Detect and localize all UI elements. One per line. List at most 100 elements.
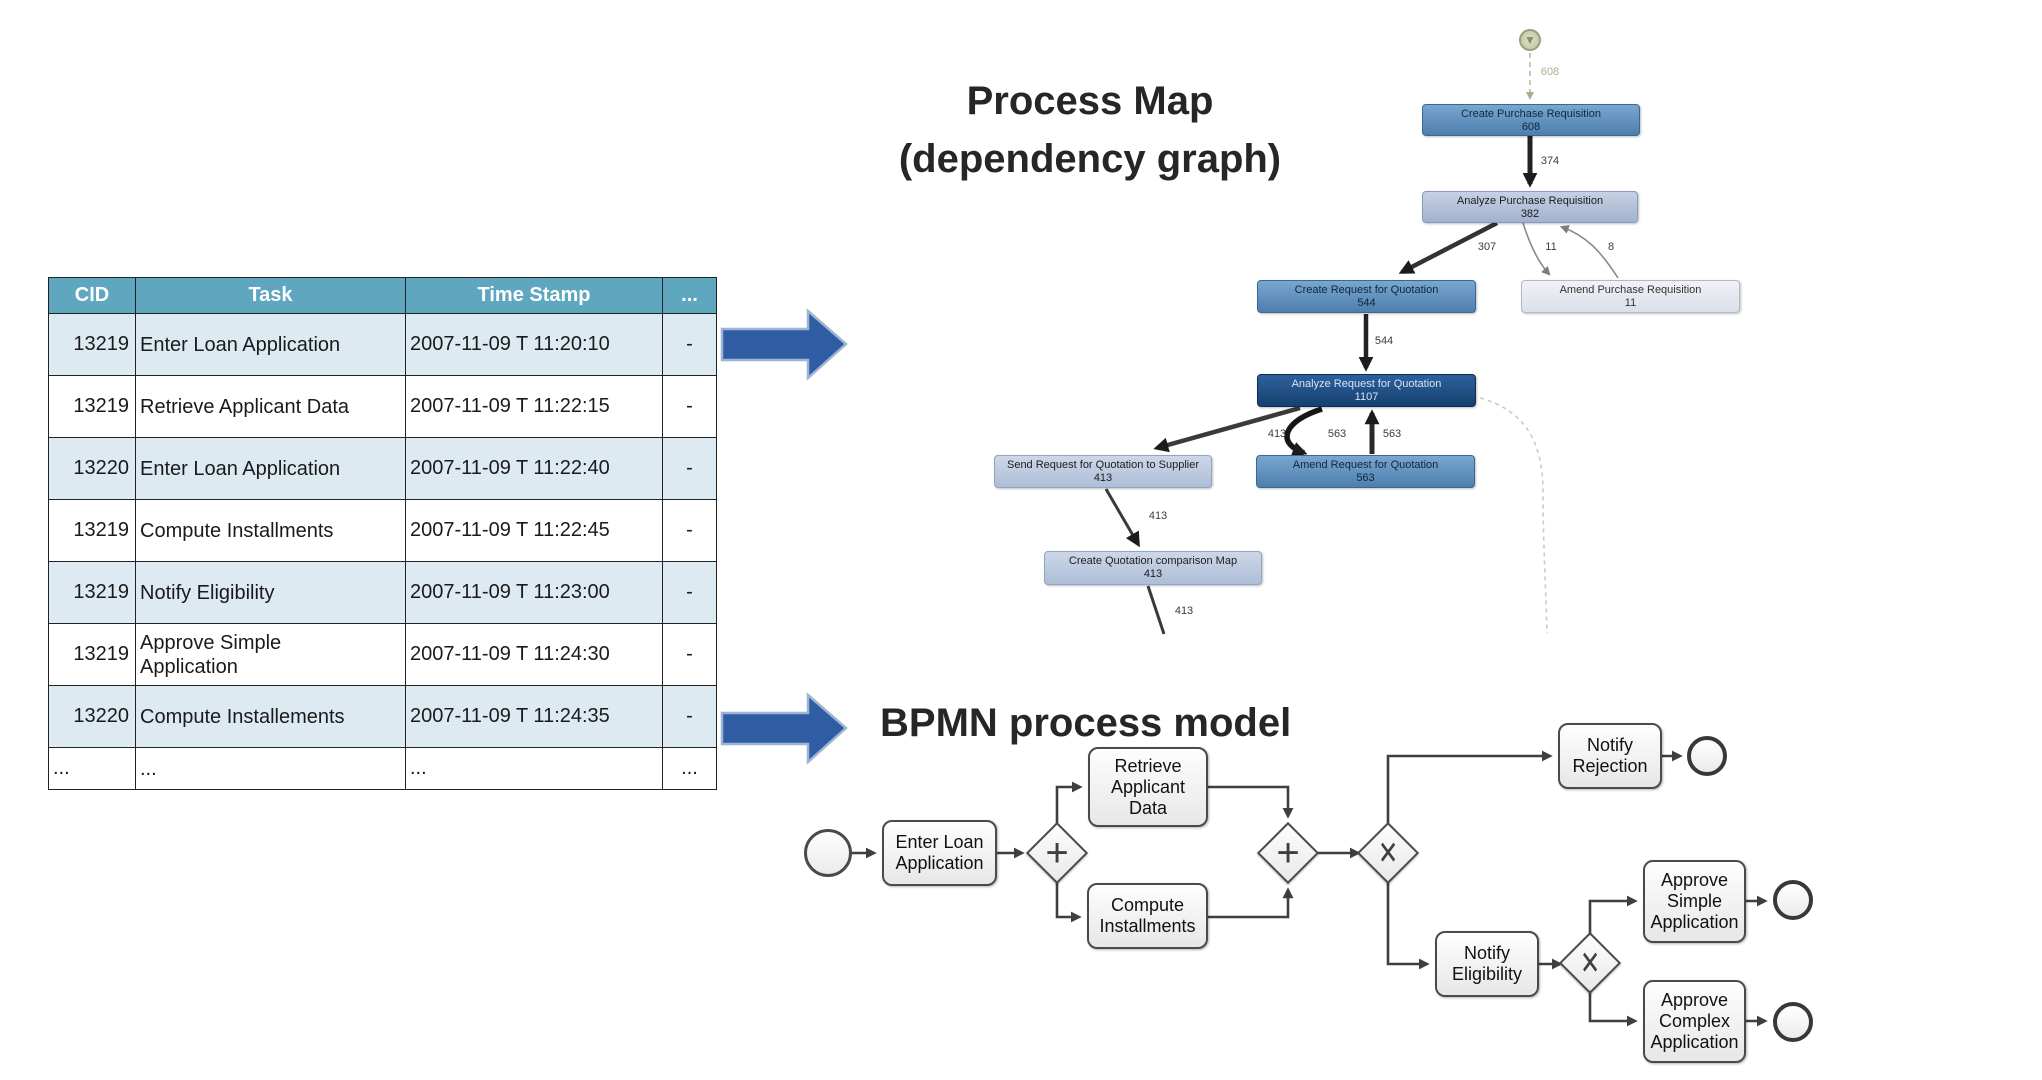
cell-more: - — [662, 499, 717, 562]
table-row-ellipsis: ... ... ... ... — [48, 747, 717, 790]
bpmn-task-approve-simple-application: Approve Simple Application — [1643, 860, 1746, 943]
pm-node-create-purchase-requisition: Create Purchase Requisition 608 — [1422, 104, 1640, 136]
pm-edge-563-down — [1284, 406, 1323, 457]
pm-edge-label: 413 — [1148, 510, 1168, 522]
header-timestamp: Time Stamp — [405, 277, 663, 314]
bpmn-end-event-complex — [1773, 1002, 1813, 1042]
pm-edge-label: 608 — [1540, 66, 1560, 78]
header-cid: CID — [48, 277, 136, 314]
cell-task: Compute Installments — [135, 499, 406, 562]
cell-timestamp: 2007-11-09 T 11:22:45 — [405, 499, 663, 562]
cell-timestamp: 2007-11-09 T 11:22:15 — [405, 375, 663, 438]
header-more: ... — [662, 277, 717, 314]
pm-node-count: 608 — [1521, 121, 1541, 133]
parallel-gateway-icon: + — [1276, 830, 1300, 875]
cell-cid: 13219 — [48, 375, 136, 438]
process-map-title: Process Map (dependency graph) — [850, 72, 1330, 188]
bpmn-flow — [1588, 989, 1638, 1027]
pm-edge-label: 563 — [1382, 428, 1402, 440]
pm-edge-label: 563 — [1327, 428, 1347, 440]
header-task: Task — [135, 277, 406, 314]
cell-more: - — [662, 623, 717, 686]
bpmn-end-event-simple — [1773, 880, 1813, 920]
xor-gateway-icon: ✕ — [1579, 944, 1601, 982]
pm-start-event: ▼ — [1519, 29, 1541, 51]
bpmn-flow — [1386, 750, 1553, 824]
cell-more: - — [662, 437, 717, 500]
xor-gateway-icon: ✕ — [1377, 834, 1399, 872]
pm-node-count: 1107 — [1354, 391, 1379, 403]
cell-task: Enter Loan Application — [135, 313, 406, 376]
cell-cid: 13220 — [48, 437, 136, 500]
bpmn-task-notify-eligibility: Notify Eligibility — [1435, 931, 1539, 997]
cell-cid: 13219 — [48, 623, 136, 686]
task-label: Notify Rejection — [1572, 735, 1648, 776]
cell-timestamp: 2007-11-09 T 11:24:30 — [405, 623, 663, 686]
cell-cid: 13219 — [48, 499, 136, 562]
pm-edge-label: 307 — [1477, 241, 1497, 253]
table-row: 13220 Enter Loan Application 2007-11-09 … — [48, 437, 717, 500]
pm-edge-label: 544 — [1374, 335, 1394, 347]
bpmn-flow — [1588, 895, 1638, 937]
task-label: Notify Eligibility — [1451, 943, 1523, 984]
bpmn-flow — [1208, 887, 1294, 919]
pm-edge-413-cqm — [1104, 488, 1140, 548]
pm-node-amend-purchase-requisition: Amend Purchase Requisition 11 — [1521, 280, 1740, 313]
pm-edge-label: 11 — [1545, 241, 1557, 253]
process-map-title-line2: (dependency graph) — [898, 137, 1282, 181]
bpmn-parallel-gateway-join: + — [1256, 821, 1320, 885]
cell-task: ... — [135, 747, 406, 790]
bpmn-task-approve-complex-application: Approve Complex Application — [1643, 980, 1746, 1063]
pm-node-label: Amend Request for Quotation — [1292, 459, 1439, 471]
pm-node-send-request-for-quotation-to-supplier: Send Request for Quotation to Supplier 4… — [994, 455, 1212, 488]
pm-edge-label: 8 — [1607, 241, 1615, 253]
table-row: 13220 Compute Installements 2007-11-09 T… — [48, 685, 717, 748]
cell-more: - — [662, 375, 717, 438]
task-label: Approve Complex Application — [1650, 990, 1739, 1052]
cell-more: - — [662, 561, 717, 624]
bpmn-task-notify-rejection: Notify Rejection — [1558, 723, 1662, 789]
cell-task: Retrieve Applicant Data — [135, 375, 406, 438]
bpmn-xor-gateway-split: ✕ — [1356, 821, 1420, 885]
bpmn-start-event — [804, 829, 852, 877]
bpmn-flow — [1055, 882, 1082, 923]
pm-node-count: 11 — [1624, 297, 1637, 309]
cell-task: Compute Installements — [135, 685, 406, 748]
pm-node-count: 382 — [1520, 208, 1540, 220]
cell-timestamp: 2007-11-09 T 11:22:40 — [405, 437, 663, 500]
cell-cid: 13219 — [48, 313, 136, 376]
table-row: 13219 Retrieve Applicant Data 2007-11-09… — [48, 375, 717, 438]
start-triangle-icon: ▼ — [1524, 33, 1536, 47]
pm-node-create-quotation-comparison-map: Create Quotation comparison Map 413 — [1044, 551, 1262, 585]
pm-node-label: Send Request for Quotation to Supplier — [1006, 459, 1199, 471]
pm-edge-label: 374 — [1540, 155, 1560, 167]
pm-edge-413-out — [1146, 585, 1166, 635]
table-row: 13219 Enter Loan Application 2007-11-09 … — [48, 313, 717, 376]
pm-node-amend-request-for-quotation: Amend Request for Quotation 563 — [1256, 455, 1475, 488]
cell-timestamp: 2007-11-09 T 11:24:35 — [405, 685, 663, 748]
bpmn-title: BPMN process model — [880, 701, 1292, 745]
bpmn-parallel-gateway-split: + — [1025, 821, 1089, 885]
task-label: Enter Loan Application — [895, 832, 984, 873]
task-label: Approve Simple Application — [1650, 870, 1739, 932]
bpmn-task-enter-loan-application: Enter Loan Application — [882, 820, 997, 886]
task-label: Retrieve Applicant Data — [1110, 755, 1186, 818]
process-map-title-line1: Process Map — [966, 79, 1214, 123]
pm-edge-label: 413 — [1174, 605, 1194, 617]
pm-node-count: 544 — [1357, 297, 1376, 309]
table-row: 13219 Compute Installments 2007-11-09 T … — [48, 499, 717, 562]
pm-node-label: Analyze Purchase Requisition — [1456, 195, 1604, 207]
cell-more: - — [662, 313, 717, 376]
pm-node-analyze-request-for-quotation: Analyze Request for Quotation 1107 — [1257, 374, 1476, 407]
task-label: Compute Installments — [1099, 895, 1196, 936]
pm-node-label: Amend Purchase Requisition — [1559, 284, 1702, 296]
bpmn-task-retrieve-applicant-data: Retrieve Applicant Data — [1088, 747, 1208, 827]
pm-edge-label: 413 — [1267, 428, 1287, 440]
cell-task: Approve Simple Application — [135, 623, 406, 686]
cell-more: - — [662, 685, 717, 748]
parallel-gateway-icon: + — [1045, 830, 1069, 875]
flow-arrow-to-process-map — [720, 308, 848, 381]
cell-cid: 13220 — [48, 685, 136, 748]
pm-edge-dashed-end — [1479, 397, 1548, 634]
bpmn-xor-gateway-approval: ✕ — [1558, 931, 1622, 995]
